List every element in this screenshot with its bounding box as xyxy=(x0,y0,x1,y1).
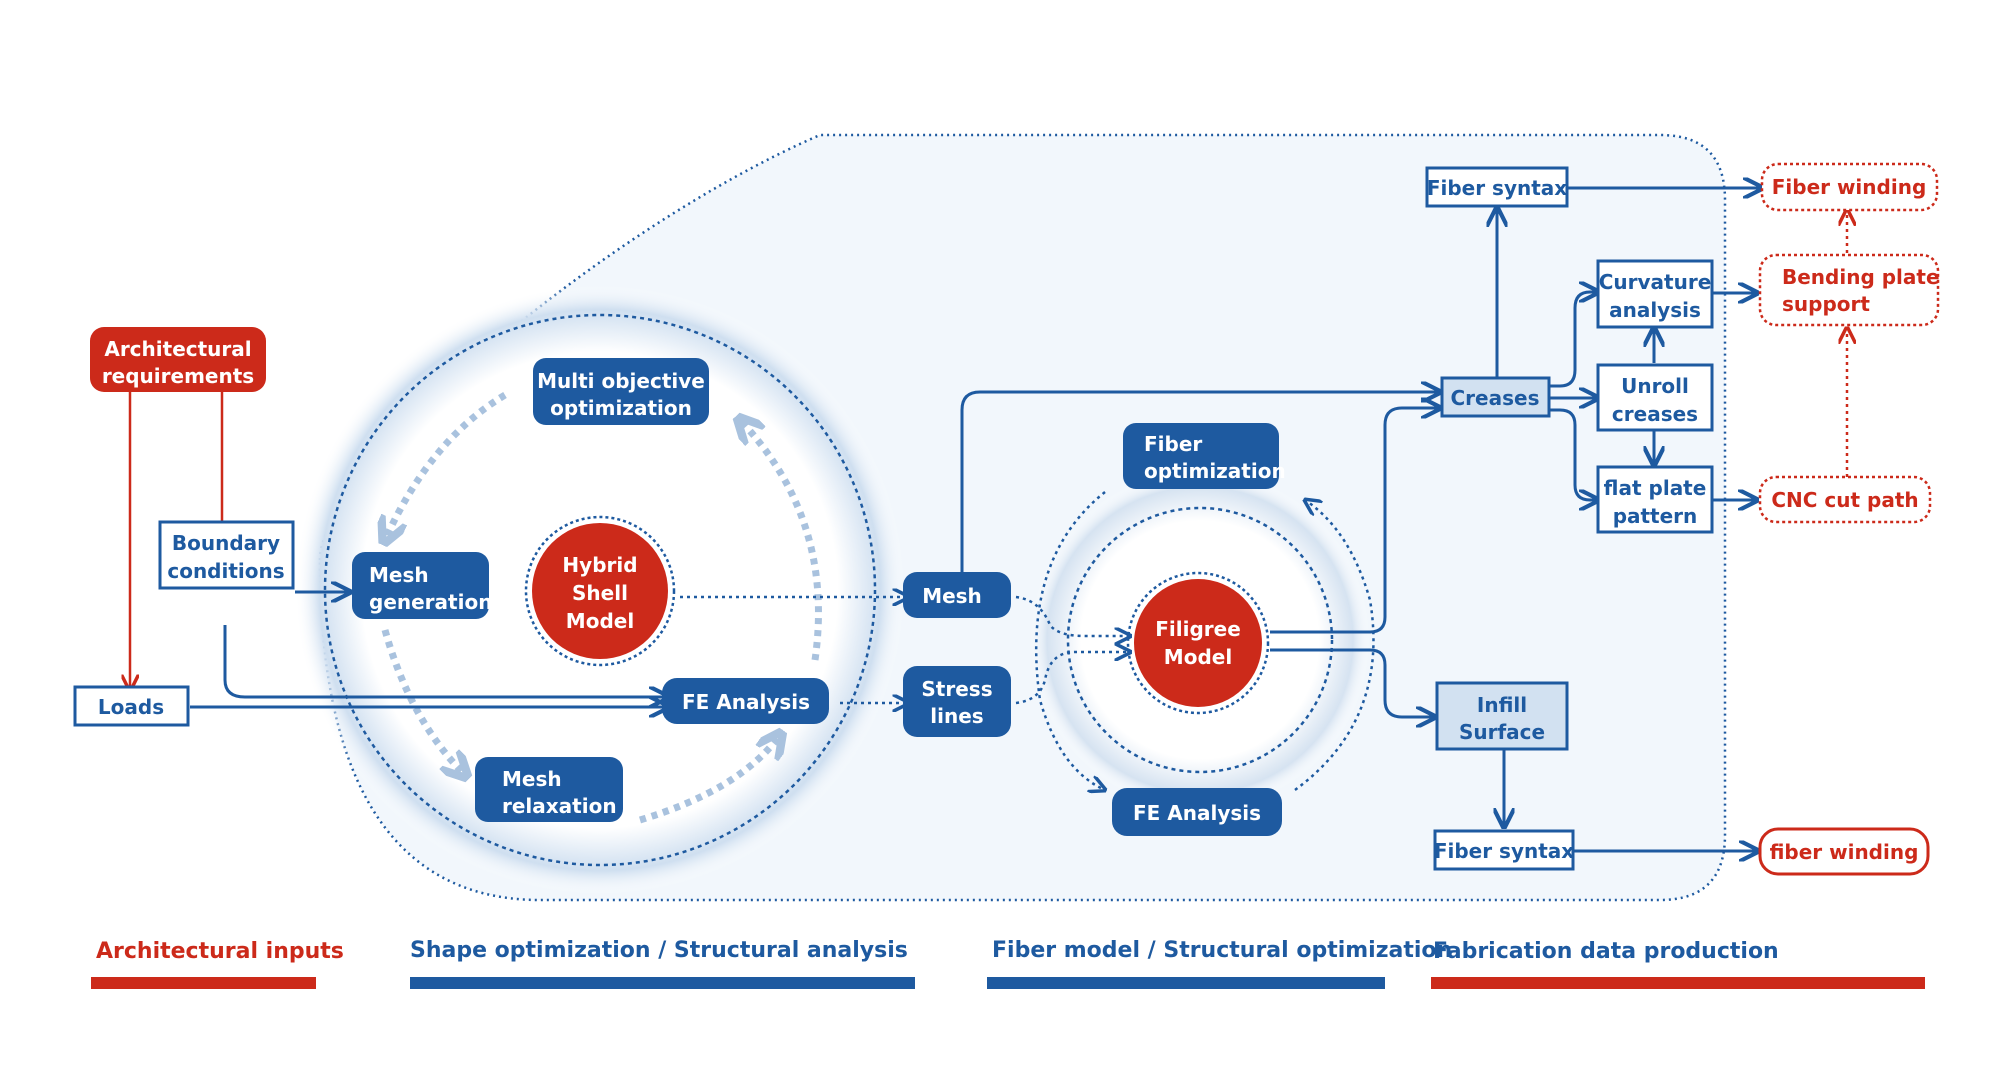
node-fiber-winding-top: Fiber winding xyxy=(1760,162,1939,212)
svg-text:fiber winding: fiber winding xyxy=(1770,840,1919,864)
node-flat-plate-pattern: flat plate pattern xyxy=(1596,465,1714,534)
category-shape-optimization: Shape optimization / Structural analysis xyxy=(410,938,915,989)
svg-text:analysis: analysis xyxy=(1609,298,1701,322)
svg-text:CNC cut path: CNC cut path xyxy=(1771,488,1918,512)
svg-text:Fiber model / Structural optim: Fiber model / Structural optimization xyxy=(992,938,1452,963)
node-unroll-creases: Unroll creases xyxy=(1596,363,1714,432)
svg-text:Unroll: Unroll xyxy=(1621,374,1689,398)
svg-text:support: support xyxy=(1782,292,1870,316)
svg-text:Mesh: Mesh xyxy=(922,584,982,608)
svg-text:Loads: Loads xyxy=(98,695,164,719)
fiber-model-cycle xyxy=(1066,506,1334,774)
node-loads: Loads xyxy=(73,685,190,727)
node-creases: Creases xyxy=(1440,376,1551,418)
node-mesh-generation: Mesh generation xyxy=(352,552,492,619)
svg-text:Creases: Creases xyxy=(1451,386,1540,410)
node-mesh: Mesh xyxy=(903,572,1011,618)
node-fiber-optimization: Fiber optimization xyxy=(1123,423,1286,489)
svg-text:Architectural inputs: Architectural inputs xyxy=(96,939,344,964)
category-architectural-inputs: Architectural inputs xyxy=(91,939,344,989)
svg-text:Model: Model xyxy=(1164,645,1232,669)
svg-text:Mesh: Mesh xyxy=(502,767,562,791)
svg-text:FE Analysis: FE Analysis xyxy=(682,690,810,714)
svg-text:Architectural: Architectural xyxy=(104,337,251,361)
svg-text:generation: generation xyxy=(369,590,492,614)
svg-text:creases: creases xyxy=(1612,402,1698,426)
node-cnc-cut-path: CNC cut path xyxy=(1758,475,1932,524)
node-bending-plate-support: Bending plate support xyxy=(1758,253,1940,327)
category-fiber-model: Fiber model / Structural optimization xyxy=(987,938,1452,989)
node-mesh-relaxation: Mesh relaxation xyxy=(475,757,623,822)
node-hybrid-shell-model: Hybrid Shell Model xyxy=(524,515,676,667)
svg-text:relaxation: relaxation xyxy=(502,794,617,818)
svg-text:conditions: conditions xyxy=(167,559,284,583)
svg-text:Infill: Infill xyxy=(1477,693,1527,717)
svg-text:Boundary: Boundary xyxy=(172,531,280,555)
svg-text:optimization: optimization xyxy=(550,396,692,420)
node-fe-analysis-fiber: FE Analysis xyxy=(1112,788,1282,836)
node-curvature-analysis: Curvature analysis xyxy=(1596,259,1714,329)
node-fiber-winding-bottom: fiber winding xyxy=(1758,827,1930,876)
svg-text:FE Analysis: FE Analysis xyxy=(1133,801,1261,825)
svg-text:Filigree: Filigree xyxy=(1155,617,1241,641)
svg-text:Stress: Stress xyxy=(921,677,992,701)
node-fiber-syntax-top: Fiber syntax xyxy=(1425,166,1569,208)
node-fe-analysis-shape: FE Analysis xyxy=(662,678,829,724)
node-multi-objective-optimization: Multi objective optimization xyxy=(533,358,709,425)
svg-text:Multi objective: Multi objective xyxy=(537,369,705,393)
svg-text:Fiber syntax: Fiber syntax xyxy=(1434,839,1574,863)
node-filigree-model: Filigree Model xyxy=(1126,571,1270,715)
svg-text:Fiber: Fiber xyxy=(1144,432,1202,456)
svg-text:lines: lines xyxy=(930,704,983,728)
svg-text:Bending plate: Bending plate xyxy=(1782,265,1940,289)
node-boundary-conditions: Boundary conditions xyxy=(158,520,295,590)
svg-text:Hybrid: Hybrid xyxy=(562,553,637,577)
svg-text:Fiber syntax: Fiber syntax xyxy=(1427,176,1567,200)
node-architectural-requirements: Architectural requirements xyxy=(90,327,266,392)
node-infill-surface: Infill Surface xyxy=(1435,681,1569,751)
svg-text:Model: Model xyxy=(566,609,634,633)
svg-text:Shape optimization / Structura: Shape optimization / Structural analysis xyxy=(410,938,908,963)
node-fiber-syntax-bottom: Fiber syntax xyxy=(1433,829,1575,871)
svg-text:Fiber winding: Fiber winding xyxy=(1772,175,1927,199)
svg-text:optimization: optimization xyxy=(1144,459,1286,483)
svg-text:Shell: Shell xyxy=(572,581,628,605)
svg-text:Curvature: Curvature xyxy=(1599,270,1712,294)
shape-optimization-cycle xyxy=(323,313,877,867)
svg-text:flat plate: flat plate xyxy=(1604,476,1707,500)
node-stress-lines: Stress lines xyxy=(903,666,1011,737)
svg-text:Surface: Surface xyxy=(1459,720,1545,744)
svg-text:requirements: requirements xyxy=(102,364,254,388)
category-fabrication-data: Fabrication data production xyxy=(1431,939,1925,989)
svg-text:Fabrication data production: Fabrication data production xyxy=(1433,939,1779,964)
svg-text:Mesh: Mesh xyxy=(369,563,429,587)
svg-text:pattern: pattern xyxy=(1613,504,1698,528)
